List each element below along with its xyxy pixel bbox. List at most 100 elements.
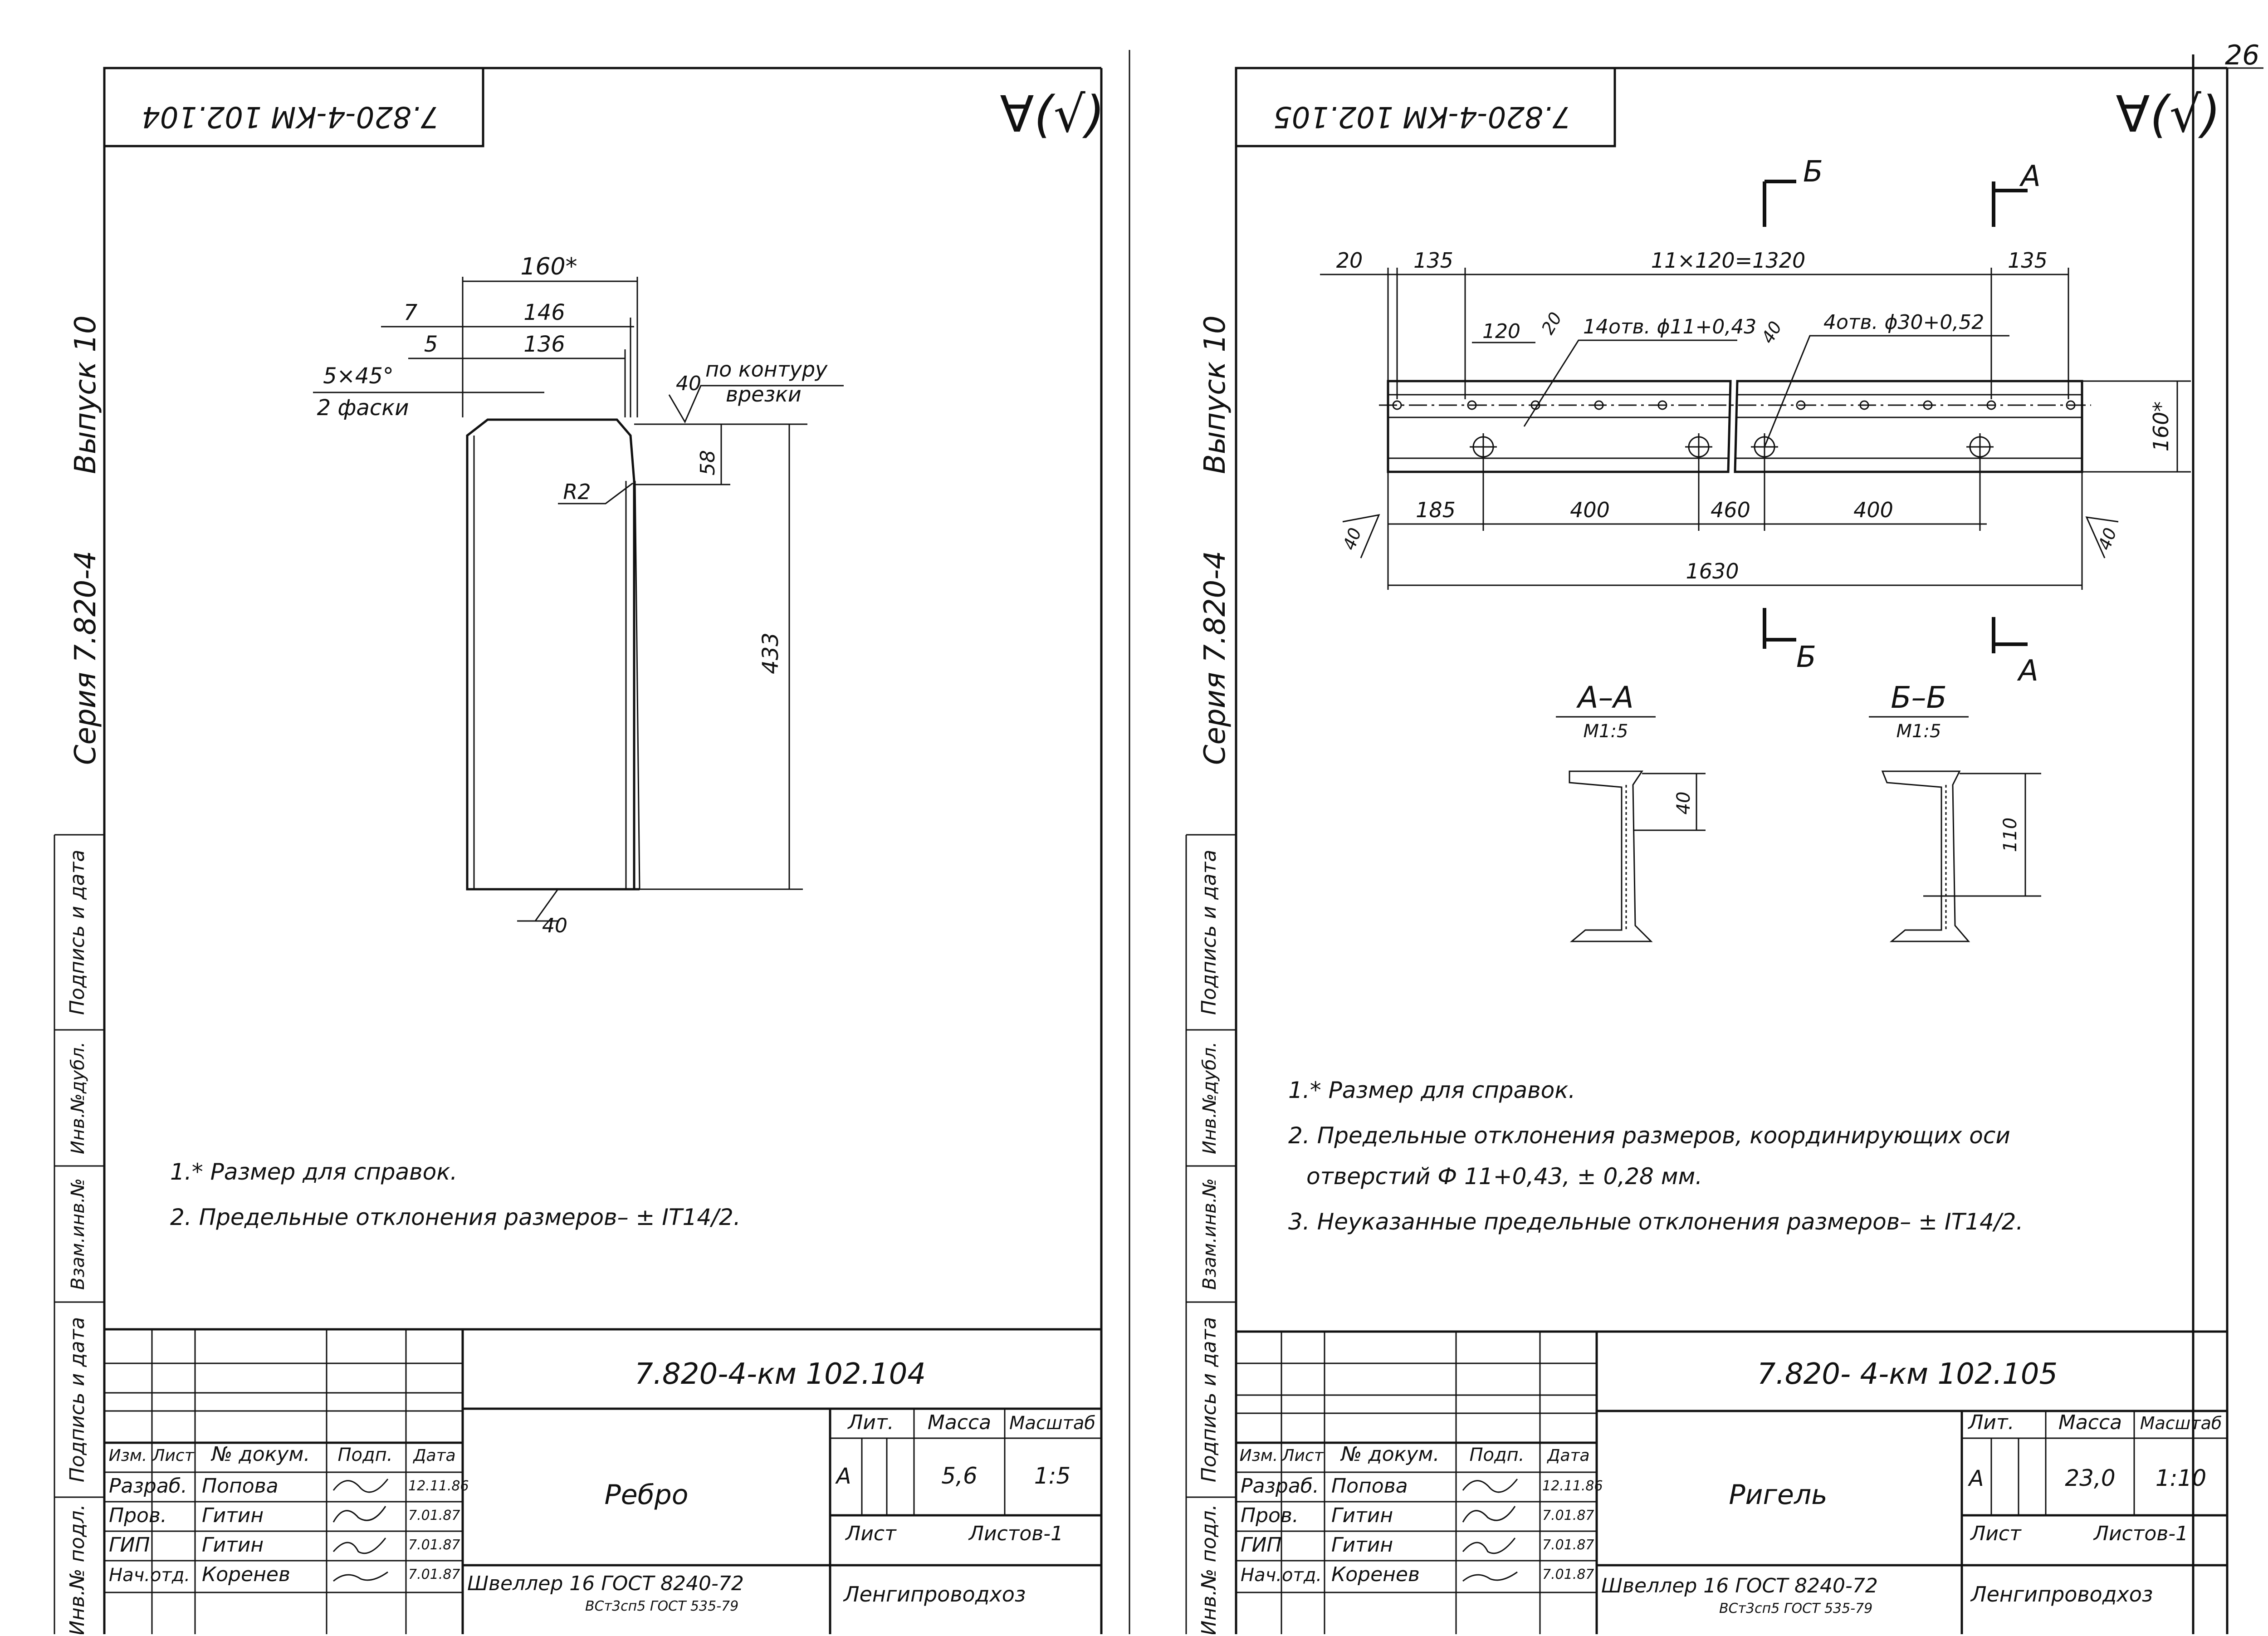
title-block: 7.820-4-км 102.104 Изм. Лист № докум. По… [104,1328,1101,1634]
tb-mass: 5,6 [941,1463,978,1489]
tb2-material: Швеллер 16 ГОСТ 8240-72 [1601,1574,1878,1597]
section-marks: Б А Б А [1763,155,2041,688]
tb2-lit: А [1968,1466,1984,1491]
tb2-h-sign: Подп. [1469,1445,1524,1465]
tb2-scale: 1:10 [2156,1465,2206,1491]
note-1: 1.* Размер для справок. [170,1159,457,1185]
tb2-role-3: ГИП [1241,1533,1282,1557]
cut-b-bottom: Б [1796,641,1816,674]
cut-a-top: А [2019,160,2041,193]
signature2-4 [1462,1571,1518,1582]
section-aa: А–А М1:5 40 [1556,680,1706,942]
dim-160: 160* [520,253,577,280]
chamfer-dim: 5×45° [323,363,394,389]
signature-3 [332,1538,386,1554]
tb-scale-label: Масштаб [1009,1413,1095,1434]
section-bb: Б–Б М1:5 110 [1869,680,2041,942]
contour-note-1: по контуру [705,357,828,382]
dim-1320: 11×120=1320 [1651,248,1806,273]
tb-role-1: Разраб. [109,1474,187,1498]
small-holes [1392,400,2076,410]
section-bb-title: Б–Б [1891,680,1947,715]
doc-code-rotated: 7.820-4-КМ 102.104 [142,100,439,133]
signature2-1 [1462,1479,1518,1493]
stamp2-sign-date-2: Подпись и дата [1198,1317,1221,1482]
dim-135-left: 135 [1413,248,1453,273]
tb-date-1: 12.11.86 [408,1478,469,1494]
tb2-mass-label: Масса [2058,1411,2122,1434]
dim-7: 7 [404,300,418,325]
dim-20: 20 [1336,248,1363,273]
section-aa-dim: 40 [1673,792,1694,815]
tb2-date-1: 12.11.86 [1542,1478,1603,1494]
dim-433: 433 [758,632,783,674]
dim-160-height: 160* [2149,402,2173,452]
dim-58: 58 [696,450,719,475]
tb2-h-date: Дата [1546,1446,1589,1465]
chamfer-count: 2 фаски [317,395,409,421]
tb-h-izm: Изм. [109,1446,147,1465]
end-roughness-right: 40 [2094,525,2121,553]
tb-name-3: Гитин [202,1533,264,1557]
tb2-h-izm: Изм. [1240,1446,1278,1465]
note-2: 2. Предельные отклонения размеров– ± IT1… [170,1204,741,1230]
issue-label-2: Выпуск 10 [1198,315,1232,474]
tb2-name: Ригель [1729,1479,1827,1511]
tb-h-doc: № докум. [210,1443,310,1466]
page-number: 26 [2225,39,2259,71]
stamp-dupl-inv: Инв.№дубл. [68,1042,88,1154]
end-roughness-left: 40 [1339,525,1365,553]
bottom-roughness: 40 [542,914,567,937]
tb2-date-2: 7.01.87 [1542,1508,1594,1523]
contour-note-2: врезки [726,382,802,407]
signature2-3 [1462,1538,1516,1554]
tb2-lit-label: Лит. [1967,1411,2014,1434]
dim-146: 146 [523,300,565,325]
tb-code: 7.820-4-км 102.104 [635,1357,926,1391]
dim-400-left: 400 [1570,498,1610,522]
contour-roughness: 40 [676,372,701,395]
tb2-material-sub: ВСт3сп5 ГОСТ 535-79 [1719,1601,1872,1616]
series-label: Серия 7.820-4 [69,551,103,765]
note2-2: 2. Предельные отклонения размеров, коорд… [1288,1122,2010,1149]
tb2-role-4: Нач.отд. [1241,1565,1322,1586]
tb2-date-3: 7.01.87 [1542,1537,1594,1553]
tb-name-4: Коренев [202,1563,290,1586]
tb2-name-4: Коренев [1331,1563,1420,1586]
signature-4 [333,1571,388,1582]
tb2-name-2: Гитин [1331,1504,1393,1527]
section-aa-title: А–А [1576,680,1633,715]
dim-135-right: 135 [2008,248,2048,273]
cut-a-bottom: А [2017,654,2038,688]
roughness-symbol: ∀(√) [1000,85,1105,143]
stamp-orig-inv: Инв.№ подл. [66,1504,89,1634]
stamp-column-2: Подпись и дата Взам.инв.№ Инв.№дубл. Под… [1185,834,1236,1636]
title-block-2: 7.820- 4-км 102.105 Изм. Лист № докум. П… [1236,1330,2227,1634]
cut-b-top: Б [1803,155,1823,189]
dim-460: 460 [1711,498,1750,522]
issue-label: Выпуск 10 [69,315,103,474]
large-holes [1470,433,1994,460]
signature2-2 [1462,1506,1516,1523]
beam-left-part [1387,380,1732,473]
stamp2-orig-inv: Инв.№ подл. [1198,1504,1221,1634]
stamp-sign-date-2: Подпись и дата [66,1317,89,1482]
beam-drawing: 20 135 11×120=1320 135 120 20 14отв. ϕ11… [1320,248,2191,590]
tb2-name-1: Попова [1331,1474,1408,1498]
dim-r2: R2 [563,480,591,504]
dim-400-right: 400 [1853,498,1893,522]
dim-5: 5 [424,332,438,357]
tb-date-2: 7.01.87 [408,1508,460,1523]
section-bb-scale: М1:5 [1897,721,1941,742]
tb-date-3: 7.01.87 [408,1537,460,1553]
stamp2-sign-date: Подпись и дата [1198,850,1221,1015]
hole-callout-large: 4отв. ϕ30+0,52 [1823,311,1984,334]
tb-role-3: ГИП [109,1533,150,1557]
hole-roughness-2: 40 [1758,318,1786,347]
stamp-column: Подпись и дата Взам.инв.№ Инв.№дубл. Под… [54,834,104,1636]
tb-lit-label: Лит. [847,1411,894,1434]
tb-name-2: Гитин [202,1504,264,1527]
tb-material: Швеллер 16 ГОСТ 8240-72 [467,1572,744,1595]
hole-roughness-1: 20 [1538,309,1566,338]
